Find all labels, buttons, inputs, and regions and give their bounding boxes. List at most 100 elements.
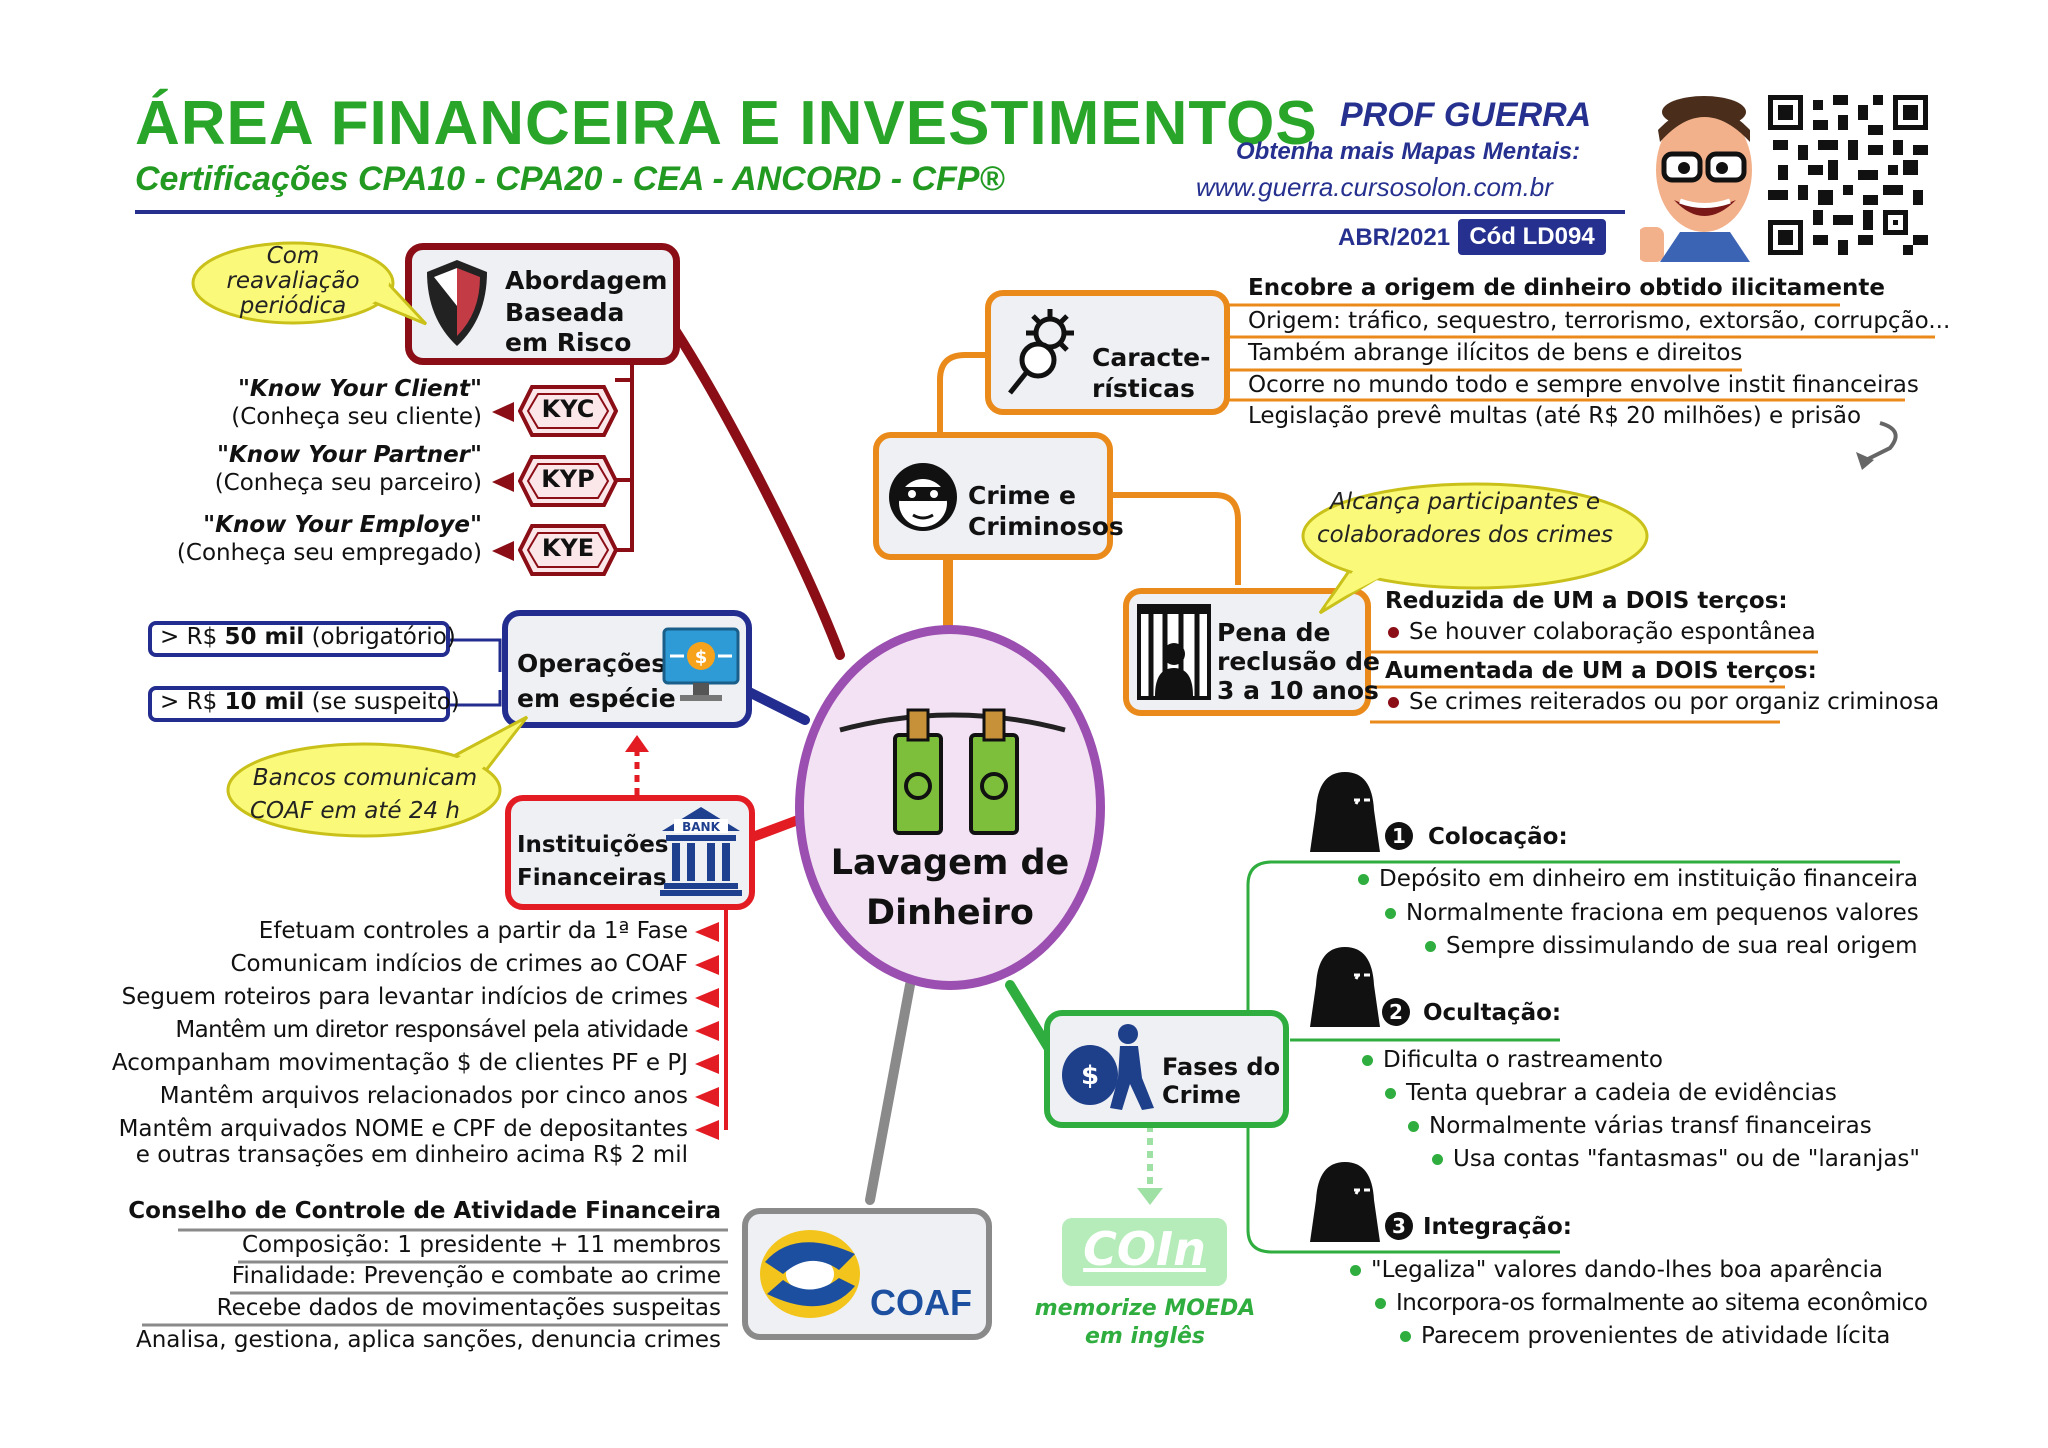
- center-title-line1: Lavagem de: [830, 843, 1070, 883]
- risk-speech-bubble: [191, 241, 428, 326]
- risk-bubble-line2: reavaliação: [226, 268, 360, 294]
- risk-line3: em Risco: [505, 328, 632, 357]
- date-label: ABR/2021: [1338, 224, 1451, 251]
- characteristics-line2: rísticas: [1092, 374, 1195, 403]
- cash-limit-mandatory-text: > R$ 50 mil (obrigatório): [160, 624, 456, 650]
- phase-3-item-3: Parecem provenientes de atividade lícita: [1400, 1323, 1890, 1349]
- center-node: [795, 625, 1105, 990]
- kyc-badge: [518, 385, 618, 437]
- institutions-item-3: Seguem roteiros para levantar indícios d…: [121, 984, 688, 1010]
- coin-badge: [1062, 1218, 1227, 1286]
- crime-to-penalty: [1105, 492, 1241, 585]
- phase-3-item-1: "Legaliza" valores dando-lhes boa aparên…: [1350, 1257, 1883, 1283]
- phase-3-number: 3: [1385, 1212, 1413, 1240]
- author-avatar: [1640, 96, 1752, 262]
- coin-note-line2: em inglês: [1084, 1324, 1205, 1349]
- phase-1-number: 1: [1385, 822, 1413, 850]
- coaf-logo-icon: [760, 1230, 860, 1318]
- institutions-item-6: Mantêm arquivos relacionados por cinco a…: [159, 1083, 688, 1109]
- kye-label-en: "Know Your Employe": [203, 512, 482, 538]
- coaf-logo-text: COAF: [870, 1282, 972, 1323]
- crime-to-char: [937, 352, 990, 432]
- phase-1-title: Colocação:: [1428, 824, 1568, 850]
- cash-limit-mandatory: [148, 621, 450, 657]
- penalty-speech-bubble: [1301, 482, 1649, 615]
- institutions-item-1: Efetuam controles a partir da 1ª Fase: [258, 918, 688, 944]
- inst-arrow-6-icon: [695, 1087, 719, 1107]
- phases-to-integracao: [1246, 1115, 1560, 1254]
- characteristic-1: Encobre a origem de dinheiro obtido ilic…: [1248, 275, 1885, 301]
- risk-bubble-line1: Com: [266, 243, 320, 269]
- institutions-item-4: Mantêm um diretor responsável pela ativi…: [175, 1017, 688, 1043]
- page-title: ÁREA FINANCEIRA E INVESTIMENTOS: [135, 89, 1318, 158]
- cash-bubble-line2: COAF em até 24 h: [249, 798, 461, 824]
- hooded-figure-1-icon: [1310, 772, 1380, 852]
- institutions-item-7: Mantêm arquivados NOME e CPF de deposita…: [118, 1116, 688, 1142]
- inst-arrow-2-icon: [695, 955, 719, 975]
- kye-code: KYE: [541, 534, 595, 562]
- cash-line2: em espécie: [517, 684, 676, 713]
- phase-2-item-3: Normalmente várias transf financeiras: [1408, 1113, 1872, 1139]
- cash-limit-suspicious: [148, 686, 450, 722]
- phases-node[interactable]: [1044, 1010, 1289, 1128]
- characteristics-line1: Caracte-: [1092, 343, 1211, 372]
- institutions-branch: [745, 815, 803, 843]
- qr-code[interactable]: [1768, 95, 1928, 255]
- institutions-item-8: e outras transações em dinheiro acima R$…: [135, 1142, 688, 1168]
- phase-2-number: 2: [1382, 998, 1410, 1026]
- coaf-branch: [865, 980, 915, 1205]
- kyp-arrow-icon: [492, 472, 514, 492]
- phase-1-item-3: Sempre dissimulando de sua real origem: [1425, 933, 1918, 959]
- clothesline-money-icon: [839, 708, 1066, 835]
- institutions-item-2: Comunicam indícios de crimes ao COAF: [230, 951, 689, 977]
- risk-line1: Abordagem: [505, 266, 668, 295]
- bank-icon: BANK: [660, 807, 742, 896]
- inst-arrow-1-icon: [695, 922, 719, 942]
- kye-label-pt: (Conheça seu empregado): [176, 540, 482, 566]
- institutions-line2: Financeiras: [517, 865, 667, 891]
- phase-1-item-2: Normalmente fraciona em pequenos valores: [1385, 900, 1919, 926]
- kyc-label-pt: (Conheça seu cliente): [231, 404, 482, 430]
- jail-icon: [1137, 604, 1211, 700]
- penalty-line1: Pena de: [1217, 618, 1331, 647]
- kyp-label-pt: (Conheça seu parceiro): [214, 470, 482, 496]
- coin-text: COIn: [1083, 1222, 1206, 1276]
- phase-3-item-2: Incorpora-os formalmente ao sitema econô…: [1375, 1290, 1928, 1316]
- inst-arrow-4-icon: [695, 1021, 719, 1041]
- svg-text:$: $: [695, 647, 708, 668]
- coaf-item-4: Analisa, gestiona, aplica sanções, denun…: [136, 1327, 721, 1353]
- burglar-icon: [889, 463, 957, 531]
- penalty-line3: 3 a 10 anos: [1217, 676, 1379, 705]
- characteristic-5: Legislação prevê multas (até R$ 20 milhõ…: [1248, 403, 1862, 429]
- penalty-reduced-item: Se houver colaboração espontânea: [1388, 619, 1816, 645]
- characteristic-3: Também abrange ilícitos de bens e direit…: [1248, 340, 1743, 366]
- kyc-arrow-icon: [492, 402, 514, 422]
- risk-branch: [670, 325, 845, 660]
- phase-1-item-1: Depósito em dinheiro em instituição fina…: [1358, 866, 1918, 892]
- kyp-badge: [518, 455, 618, 507]
- phase-2-title: Ocultação:: [1423, 1000, 1562, 1026]
- phase-2-item-1: Dificulta o rastreamento: [1362, 1047, 1663, 1073]
- phase-3-title: Integração:: [1423, 1214, 1573, 1240]
- title-underline: [135, 210, 1625, 214]
- coaf-item-3: Recebe dados de movimentações suspeitas: [216, 1295, 721, 1321]
- website-link[interactable]: www.guerra.cursosolon.com.br: [1196, 172, 1553, 202]
- center-title-line2: Dinheiro: [866, 893, 1034, 933]
- coaf-item-2: Finalidade: Prevenção e combate ao crime: [231, 1263, 721, 1289]
- characteristic-4: Ocorre no mundo todo e sempre envolve in…: [1248, 372, 1919, 398]
- phase-2-item-4: Usa contas "fantasmas" ou de "laranjas": [1432, 1146, 1920, 1172]
- inst-arrow-7-icon: [695, 1120, 719, 1140]
- penalty-reduced-title: Reduzida de UM a DOIS terços:: [1385, 588, 1788, 614]
- cash-speech-bubble: [226, 715, 529, 838]
- crime-line1: Crime e: [968, 481, 1076, 510]
- gear-magnifier-icon: [1008, 309, 1074, 395]
- kye-arrow-icon: [492, 541, 514, 561]
- coin-note-line1: memorize MOEDA: [1034, 1296, 1256, 1321]
- phases-to-colocacao: [1246, 860, 1900, 1060]
- penalty-increased-title: Aumentada de UM a DOIS terços:: [1385, 658, 1817, 684]
- phases-line2: Crime: [1162, 1081, 1241, 1109]
- kyc-code: KYC: [541, 395, 595, 423]
- cash-line1: Operações: [517, 649, 667, 678]
- inst-arrow-3-icon: [695, 988, 719, 1008]
